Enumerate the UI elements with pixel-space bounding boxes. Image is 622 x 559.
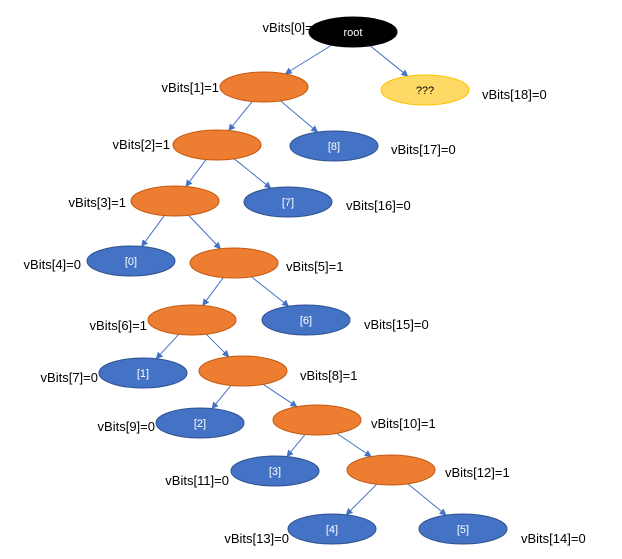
internal-node-shape — [198, 355, 288, 387]
tree-node-n9: [2] — [155, 407, 245, 439]
vbits-label-n14: vBits[14]=0 — [521, 531, 586, 546]
tree-node-n16: [7] — [243, 186, 333, 218]
tree-node-n12 — [346, 454, 436, 486]
tree-node-n17: [8] — [289, 130, 379, 162]
tree-node-n10 — [272, 404, 362, 436]
internal-node-shape — [172, 129, 262, 161]
internal-node-shape — [272, 404, 362, 436]
edge-n1-n17 — [280, 100, 319, 133]
edge-n5-n6 — [202, 277, 224, 307]
internal-node-shape — [346, 454, 436, 486]
edge-n5-n15 — [251, 276, 290, 307]
node-text: root — [344, 27, 363, 39]
vbits-label-n12: vBits[12]=1 — [445, 465, 510, 480]
node-text: [2] — [194, 418, 206, 430]
edge-n2-n16 — [233, 158, 272, 189]
edge-n0-n18 — [369, 45, 409, 77]
internal-node-shape — [147, 304, 237, 336]
leaf-node-shape — [289, 130, 379, 162]
vbits-label-n0: vBits[0]=1 — [263, 20, 320, 35]
node-text: [8] — [328, 141, 340, 153]
edge-n1-n2 — [228, 101, 253, 132]
edge-n3-n5 — [188, 214, 221, 250]
leaf-node-shape — [155, 407, 245, 439]
tree-node-n5 — [189, 247, 279, 279]
tree-node-n18: ??? — [380, 74, 470, 106]
vbits-label-n18: vBits[18]=0 — [482, 87, 547, 102]
vbits-label-n13: vBits[13]=0 — [224, 531, 289, 546]
edge-n10-n12 — [336, 432, 372, 458]
tree-node-n11: [3] — [230, 455, 320, 487]
vbits-label-n17: vBits[17]=0 — [391, 142, 456, 157]
edge-n12-n13 — [345, 483, 378, 516]
tree-node-n15: [6] — [261, 304, 351, 336]
internal-node-shape — [219, 71, 309, 103]
node-text: [6] — [300, 315, 312, 327]
vbits-label-n5: vBits[5]=1 — [286, 259, 343, 274]
vbits-label-n3: vBits[3]=1 — [69, 195, 126, 210]
vbits-label-n15: vBits[15]=0 — [364, 317, 429, 332]
vbits-label-n11: vBits[11]=0 — [165, 473, 229, 488]
edge-n10-n11 — [286, 434, 306, 458]
leaf-node-shape — [287, 513, 377, 545]
edges-layer — [141, 44, 447, 516]
labels-layer: vBits[0]=1 vBits[1]=1 vBits[18]=0 vBits[2]=… — [24, 20, 586, 546]
node-text: [1] — [137, 368, 149, 380]
tree-node-n1 — [219, 71, 309, 103]
tree-node-n6 — [147, 304, 237, 336]
edge-n3-n4 — [141, 215, 165, 248]
vbits-label-n4: vBits[4]=0 — [24, 257, 81, 272]
edge-n6-n8 — [205, 333, 230, 358]
leaf-node-shape — [418, 513, 508, 545]
vbits-label-n2: vBits[2]=1 — [113, 137, 170, 152]
leaf-node-shape — [98, 357, 188, 389]
internal-node-shape — [130, 185, 220, 217]
tree-node-n3 — [130, 185, 220, 217]
vbits-label-n16: vBits[16]=0 — [346, 198, 411, 213]
internal-node-shape — [189, 247, 279, 279]
vbits-label-n8: vBits[8]=1 — [300, 368, 357, 383]
leaf-node-shape — [230, 455, 320, 487]
edge-n8-n9 — [211, 385, 232, 410]
edge-n0-n1 — [284, 44, 333, 75]
vbits-label-n1: vBits[1]=1 — [162, 80, 219, 95]
edge-n8-n10 — [262, 383, 298, 408]
vbits-label-n10: vBits[10]=1 — [371, 416, 436, 431]
unknown-node-shape — [380, 74, 470, 106]
node-text: [7] — [282, 197, 294, 209]
node-text: [5] — [457, 524, 469, 536]
node-text: [0] — [125, 256, 137, 268]
edge-n2-n3 — [185, 159, 207, 188]
root-node-shape — [308, 16, 398, 48]
edge-n12-n14 — [407, 483, 447, 516]
tree-node-n7: [1] — [98, 357, 188, 389]
edge-n6-n7 — [155, 333, 180, 360]
node-text: ??? — [416, 85, 434, 97]
tree-node-n14: [5] — [418, 513, 508, 545]
vbits-label-n7: vBits[7]=0 — [41, 370, 98, 385]
node-text: [4] — [326, 524, 338, 536]
node-text: [3] — [269, 466, 281, 478]
leaf-node-shape — [243, 186, 333, 218]
tree-node-n8 — [198, 355, 288, 387]
tree-node-n13: [4] — [287, 513, 377, 545]
leaf-node-shape — [261, 304, 351, 336]
nodes-layer: root??? [8] [7] [0] [6] [1] [2] [3] [4] [5] — [86, 16, 508, 545]
tree-node-n0: root — [308, 16, 398, 48]
tree-node-n4: [0] — [86, 245, 176, 277]
vbits-label-n6: vBits[6]=1 — [90, 318, 147, 333]
leaf-node-shape — [86, 245, 176, 277]
vbits-label-n9: vBits[9]=0 — [98, 419, 155, 434]
tree-node-n2 — [172, 129, 262, 161]
